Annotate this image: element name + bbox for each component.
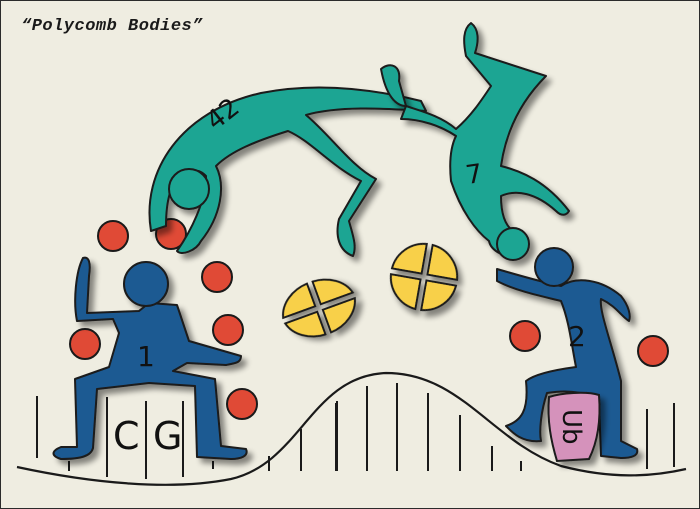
label-2: 2 — [568, 320, 586, 353]
teal-figure-7 — [380, 22, 570, 261]
red-ball — [509, 320, 541, 352]
label-7: 7 — [464, 159, 485, 191]
yellow-disc-right — [389, 242, 459, 312]
teal-figure-42 — [148, 86, 427, 257]
red-ball — [201, 261, 233, 293]
red-ball — [97, 220, 129, 252]
label-1: 1 — [137, 340, 155, 373]
ub-label: Ub — [556, 409, 586, 445]
cg-letter-c: C — [113, 414, 140, 458]
yellow-disc-left — [282, 278, 356, 338]
teal-figure-7-label: 7 — [464, 159, 485, 191]
cg-letter-g: G — [153, 414, 182, 458]
red-balls — [69, 218, 669, 420]
red-ball — [212, 314, 244, 346]
red-ball — [226, 388, 258, 420]
blue-figure-1 — [52, 256, 248, 460]
svg-text:Ub: Ub — [556, 409, 586, 445]
ub-block — [547, 391, 601, 463]
red-ball — [69, 328, 101, 360]
red-ball — [637, 335, 669, 367]
cg-block: C G — [113, 414, 182, 458]
title: “Polycomb Bodies” — [21, 17, 203, 36]
dna-strand — [16, 371, 687, 486]
